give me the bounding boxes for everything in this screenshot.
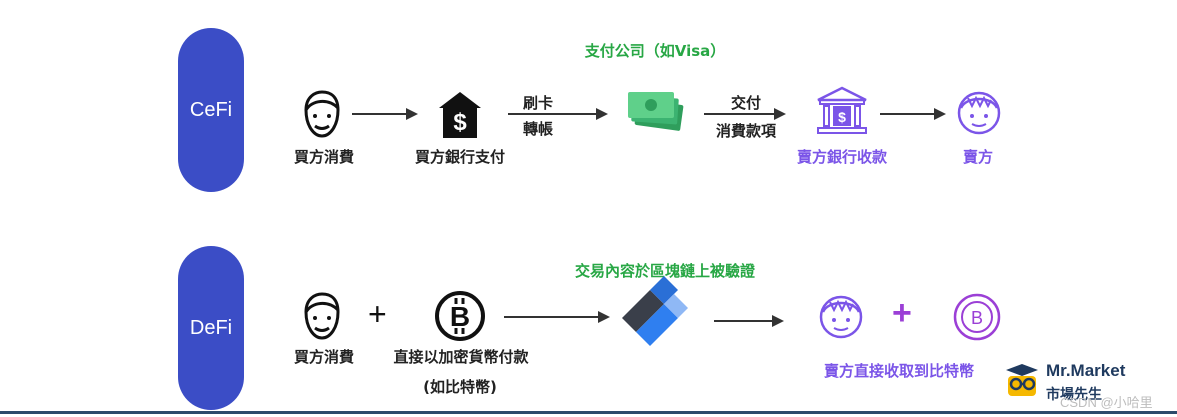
svg-text:$: $ xyxy=(453,109,467,136)
defi-plus-2: + xyxy=(892,294,912,332)
blockchain-note-label: 交易內容於區塊鏈上被驗證 xyxy=(574,262,755,280)
bottom-divider xyxy=(0,411,1177,414)
seller-bitcoin-icon: B xyxy=(953,293,1001,341)
brand-name: Mr.Market xyxy=(1046,361,1126,380)
svg-text:$: $ xyxy=(838,109,846,125)
cefi-seller-bank-label: 賣方銀行收款 xyxy=(796,148,887,166)
cefi-buyer-bank-label: 買方銀行支付 xyxy=(414,148,505,166)
cash-icon xyxy=(628,92,684,131)
cefi-step1-line1: 刷卡 xyxy=(522,94,553,112)
defi-seller-receive-label: 賣方直接收取到比特幣 xyxy=(823,362,974,380)
cefi-buyer-label: 買方消費 xyxy=(293,148,354,166)
seller-face-icon xyxy=(957,91,1001,135)
buyer-bank-icon: $ xyxy=(439,92,481,138)
defi-buyer-face-icon xyxy=(304,292,340,340)
cefi-step2-line1: 交付 xyxy=(730,94,761,112)
payment-company-label: 支付公司（如Visa） xyxy=(584,42,726,60)
defi-tag: DeFi xyxy=(178,246,244,410)
cefi-arrow-3 xyxy=(704,108,786,120)
cefi-arrow-1 xyxy=(352,108,418,120)
defi-crypto-pay-label: 直接以加密貨幣付款 xyxy=(393,348,529,366)
blockchain-icon xyxy=(622,276,688,346)
cefi-step1-line2: 轉帳 xyxy=(522,120,553,138)
cefi-seller-label: 賣方 xyxy=(962,148,993,166)
defi-arrow-2 xyxy=(714,315,784,327)
svg-text:B: B xyxy=(450,301,470,332)
defi-crypto-example-label: (如比特幣) xyxy=(423,378,497,396)
mr-market-logo-icon xyxy=(1006,364,1038,396)
buyer-face-icon xyxy=(304,90,340,138)
cefi-step2-line2: 消費款項 xyxy=(715,122,776,140)
defi-buyer-label: 買方消費 xyxy=(293,348,354,366)
bitcoin-icon: B xyxy=(435,291,485,341)
seller-bank-icon: $ xyxy=(817,86,867,134)
defi-plus-1: + xyxy=(368,296,387,332)
brand-subtitle: 市場先生 xyxy=(1046,387,1102,403)
cefi-tag: CeFi xyxy=(178,28,244,192)
cefi-arrow-2 xyxy=(508,108,608,120)
defi-seller-face-icon xyxy=(819,295,863,339)
defi-arrow-1 xyxy=(504,311,610,323)
cefi-arrow-4 xyxy=(880,108,946,120)
watermark: CSDN @小哈里 xyxy=(1060,395,1153,410)
svg-text:B: B xyxy=(971,308,983,328)
